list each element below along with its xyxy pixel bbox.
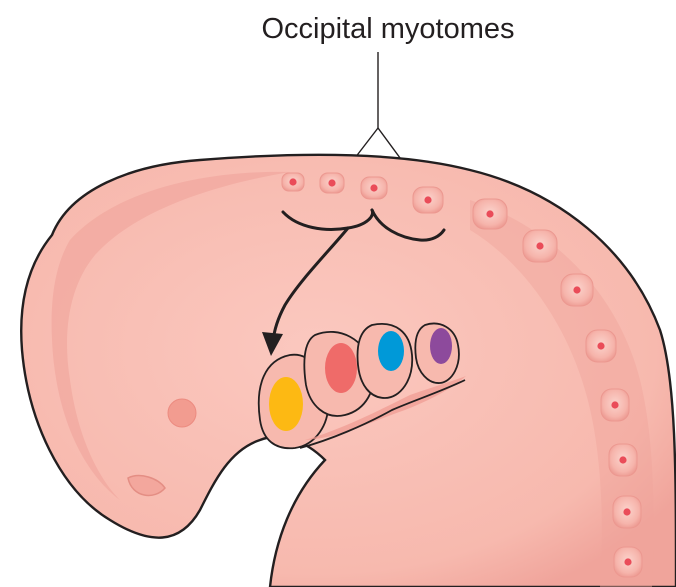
- somite-dot: [623, 508, 630, 515]
- somite-dot: [370, 184, 377, 191]
- occipital-myotomes-label: Occipital myotomes: [261, 13, 514, 45]
- somite-dot: [289, 178, 296, 185]
- somite-dot: [624, 558, 631, 565]
- somite-dot: [619, 456, 626, 463]
- somite-dot: [611, 401, 618, 408]
- arch-3-marker: [378, 331, 404, 371]
- arch-4-marker: [430, 328, 452, 364]
- somite-dot: [486, 210, 493, 217]
- somite-dot: [536, 242, 543, 249]
- eye-placode: [168, 399, 196, 427]
- somite-dot: [424, 196, 431, 203]
- somite-dot: [328, 179, 335, 186]
- somite-dot: [597, 342, 604, 349]
- arch-2-marker: [325, 343, 357, 393]
- arch-1-marker: [269, 377, 303, 431]
- somite-dot: [573, 286, 580, 293]
